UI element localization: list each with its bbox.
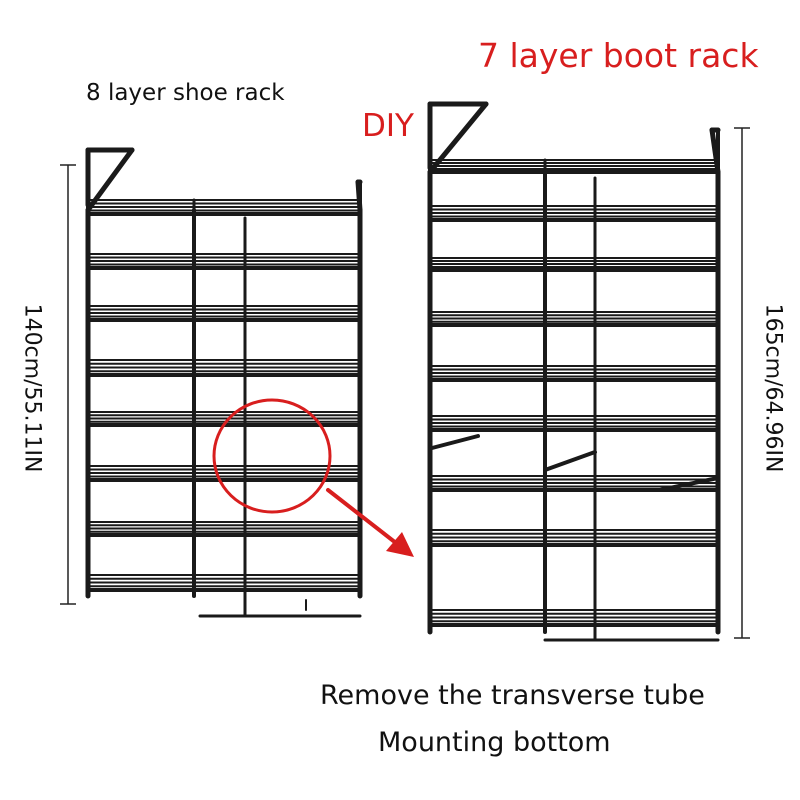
instruction-line-1: Remove the transverse tube: [320, 680, 705, 711]
left-dimension-line: [60, 164, 76, 605]
boot-rack-7-layer: [427, 101, 721, 642]
instruction-line-2: Mounting bottom: [378, 727, 611, 758]
right-dimension-line: [734, 127, 750, 639]
shoe-rack-8-layer: [85, 147, 363, 618]
highlight-circle: [212, 398, 332, 514]
shoe-rack-height: 140cm/55.11IN: [19, 303, 45, 473]
boot-rack-title: 7 layer boot rack: [478, 36, 759, 75]
shoe-rack-title: 8 layer shoe rack: [86, 80, 285, 106]
arrow-icon: [326, 488, 414, 557]
boot-rack-height: 165cm/64.96IN: [760, 303, 786, 473]
diy-label: DIY: [362, 108, 414, 144]
